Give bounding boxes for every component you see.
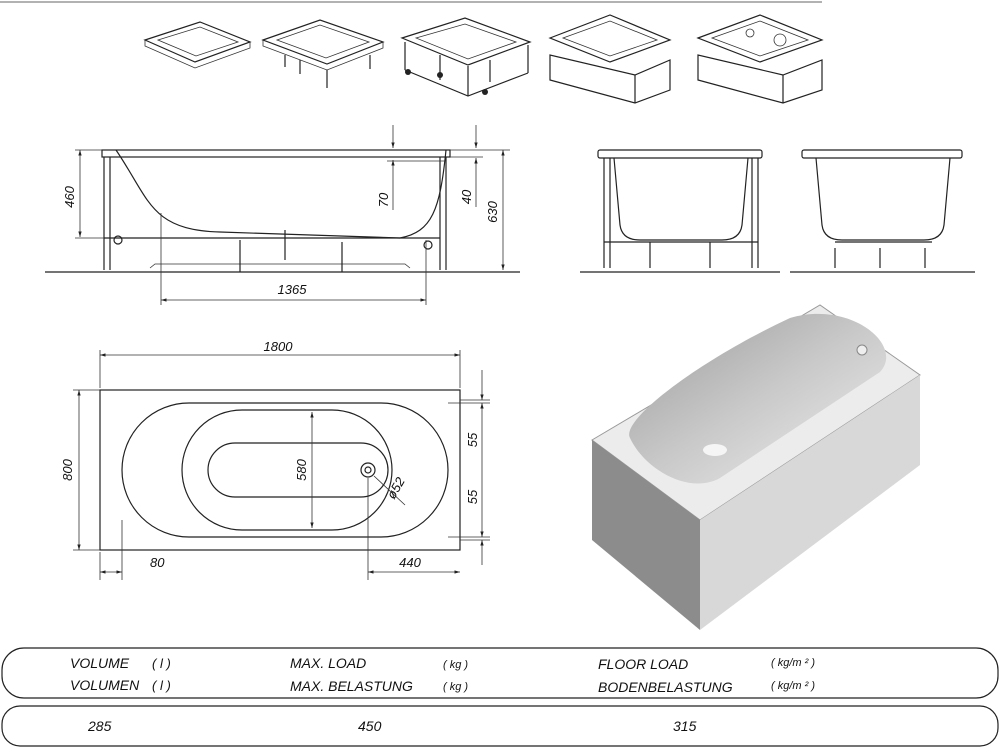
- end-view-frame: [580, 149, 780, 273]
- label-load-de: MAX. BELASTUNG: [290, 678, 413, 694]
- unit-floor-de: ( kg/m ² ): [771, 680, 815, 692]
- thumbnail-tub-panel-whirlpool: [696, 14, 824, 104]
- label-volume-de: VOLUMEN: [70, 677, 140, 693]
- dim-edge-bottom: 55: [465, 489, 480, 504]
- dim-rim: 40: [459, 189, 474, 204]
- plan-view: ø52 1800 800 580 55 55 80 440: [60, 339, 490, 580]
- dim-basin-width: 580: [294, 458, 309, 480]
- unit-volume-de: ( l ): [152, 678, 171, 693]
- dim-left-offset: 80: [150, 555, 165, 570]
- unit-volume: ( l ): [152, 656, 171, 671]
- label-floor-en: FLOOR LOAD: [598, 656, 688, 672]
- spec-values-box: [1, 705, 999, 747]
- unit-load: ( kg ): [443, 659, 468, 671]
- thumbnail-tub-frame: [400, 17, 532, 97]
- value-floor-load: 315: [673, 718, 697, 734]
- dim-total-height: 630: [485, 200, 500, 222]
- label-load-en: MAX. LOAD: [290, 655, 366, 671]
- thumbnail-tub-legs: [261, 19, 385, 88]
- dim-inner-length: 1365: [278, 282, 308, 297]
- variant-thumbnails: [143, 14, 824, 104]
- dim-side-height: 460: [62, 185, 77, 207]
- dim-drain-offset: 440: [399, 555, 421, 570]
- basin-profile: [115, 149, 447, 239]
- bathtub-3d-render: [591, 304, 921, 630]
- unit-load-de: ( kg ): [443, 681, 468, 693]
- dim-length: 1800: [264, 339, 294, 354]
- end-view-legs: [790, 149, 975, 273]
- unit-floor: ( kg/m ² ): [771, 657, 815, 669]
- spec-table: VOLUME VOLUMEN ( l ) ( l ) MAX. LOAD MAX…: [1, 647, 999, 747]
- dim-overflow: 70: [376, 192, 391, 207]
- spec-header-box: [1, 647, 999, 699]
- label-floor-de: BODENBELASTUNG: [598, 679, 733, 695]
- dim-width: 800: [60, 458, 75, 480]
- dim-edge-top: 55: [465, 432, 480, 447]
- side-elevation-view: 460 70 40 630 1365: [45, 125, 520, 305]
- label-volume-en: VOLUME: [70, 655, 130, 671]
- thumbnail-tub-panel: [548, 14, 672, 104]
- thumbnail-tub-plain: [143, 21, 252, 69]
- value-volume: 285: [87, 718, 112, 734]
- value-load: 450: [358, 718, 382, 734]
- drain-icon: [360, 462, 376, 478]
